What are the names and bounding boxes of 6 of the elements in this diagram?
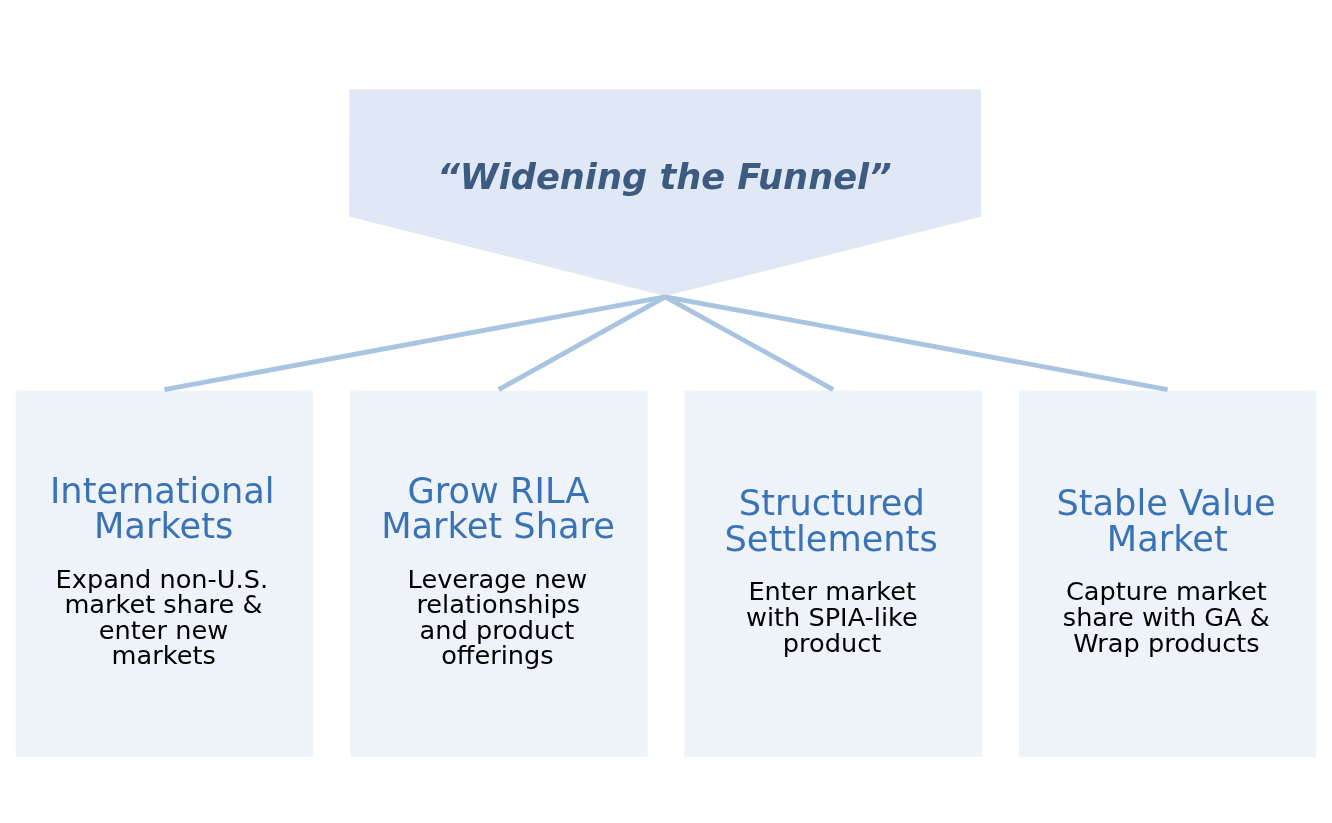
node-box: Stable Value Market Capture market share with GA & Wrap products xyxy=(1017,388,1318,758)
node-box: International Markets Expand non-U.S. market share & enter new markets xyxy=(14,388,315,758)
connector xyxy=(163,293,666,392)
node-box: Grow RILA Market Share Leverage new relationships and product offerings xyxy=(348,388,650,758)
connector xyxy=(664,293,1169,392)
node-box: Structured Settlements Enter market with SPIA-like product xyxy=(682,388,984,758)
